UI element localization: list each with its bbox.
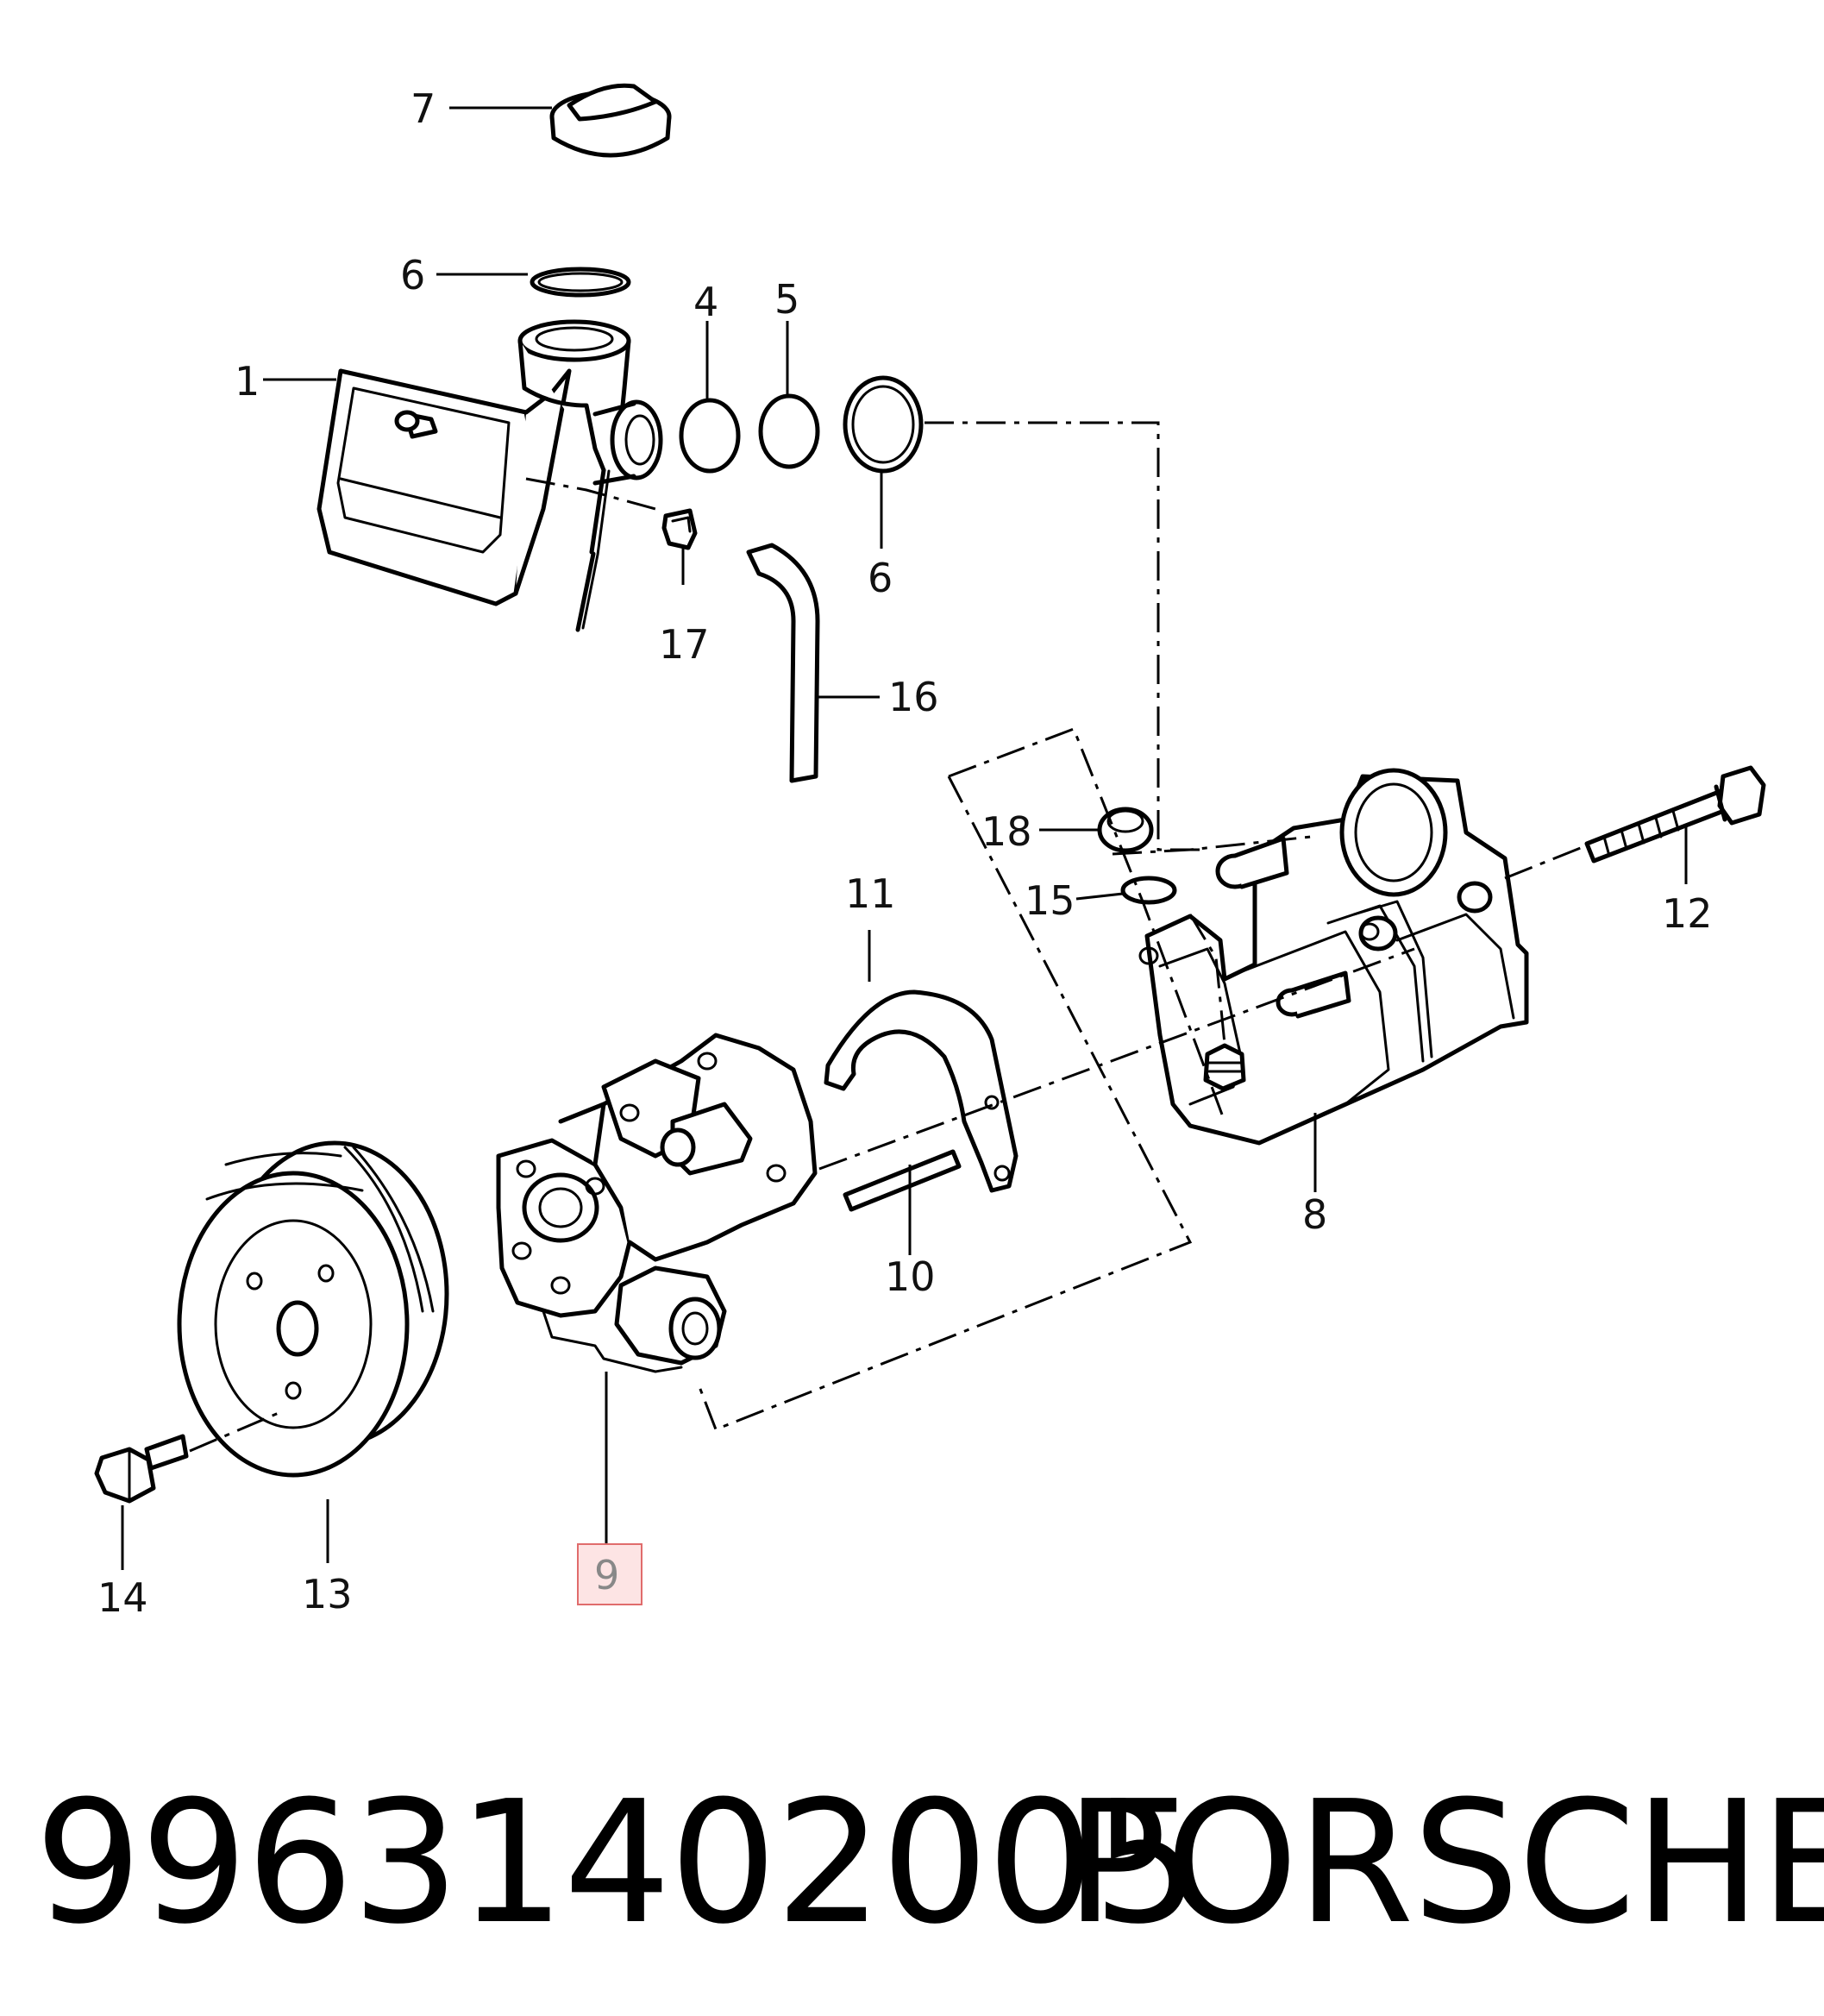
callout-6-upper[interactable]: 6 — [400, 252, 425, 298]
part-16-hose — [746, 543, 820, 783]
callout-12[interactable]: 12 — [1662, 890, 1713, 937]
part-12-bolt — [1584, 765, 1766, 864]
leader-lines — [121, 106, 1688, 1570]
part-number: 99631402005 — [34, 1765, 1200, 1962]
highlight-box-part-9 — [577, 1543, 642, 1605]
callout-labels: 7 6 1 4 5 6 17 16 11 18 15 12 8 10 9 13 … — [97, 85, 1713, 1621]
callout-4[interactable]: 4 — [693, 279, 718, 325]
part-5-o-ring — [758, 393, 820, 469]
part-7-reservoir-cap — [549, 83, 672, 632]
callout-6-lower[interactable]: 6 — [868, 555, 893, 601]
part-9-steering-pump — [496, 1033, 818, 1373]
part-1-reservoir — [317, 319, 663, 606]
callout-7[interactable]: 7 — [411, 85, 436, 132]
part-14-bolt — [94, 1434, 189, 1504]
part-11-heat-shield — [824, 989, 1019, 1193]
callout-5[interactable]: 5 — [774, 276, 799, 323]
callout-17[interactable]: 17 — [659, 621, 710, 668]
callout-11[interactable]: 11 — [845, 870, 896, 917]
callout-1[interactable]: 1 — [235, 358, 260, 405]
callout-13[interactable]: 13 — [302, 1571, 353, 1617]
callout-10[interactable]: 10 — [885, 1253, 936, 1300]
callout-16[interactable]: 16 — [888, 674, 939, 720]
assembly-guide-lines — [189, 421, 1588, 1453]
callout-9[interactable]: 9 — [594, 1552, 619, 1598]
part-17-hose-clamp — [661, 508, 698, 550]
callout-15[interactable]: 15 — [1025, 877, 1075, 924]
callout-8[interactable]: 8 — [1302, 1191, 1327, 1238]
footer: 99631402005 PORSCHE — [0, 1760, 1824, 1984]
part-8-bracket — [1138, 768, 1529, 1146]
callout-18[interactable]: 18 — [981, 808, 1032, 855]
part-4-o-ring — [679, 398, 741, 474]
part-6-lower-o-ring — [843, 375, 924, 474]
part-13-pulley — [177, 1140, 449, 1478]
exploded-parts-diagram: 7 6 1 4 5 6 17 16 11 18 15 12 8 10 9 13 … — [94, 83, 1766, 1621]
brand-name: PORSCHE — [1065, 1765, 1824, 1962]
part-10-pin — [843, 1149, 962, 1212]
callout-14[interactable]: 14 — [97, 1574, 148, 1621]
part-15-o-ring — [1120, 876, 1177, 905]
